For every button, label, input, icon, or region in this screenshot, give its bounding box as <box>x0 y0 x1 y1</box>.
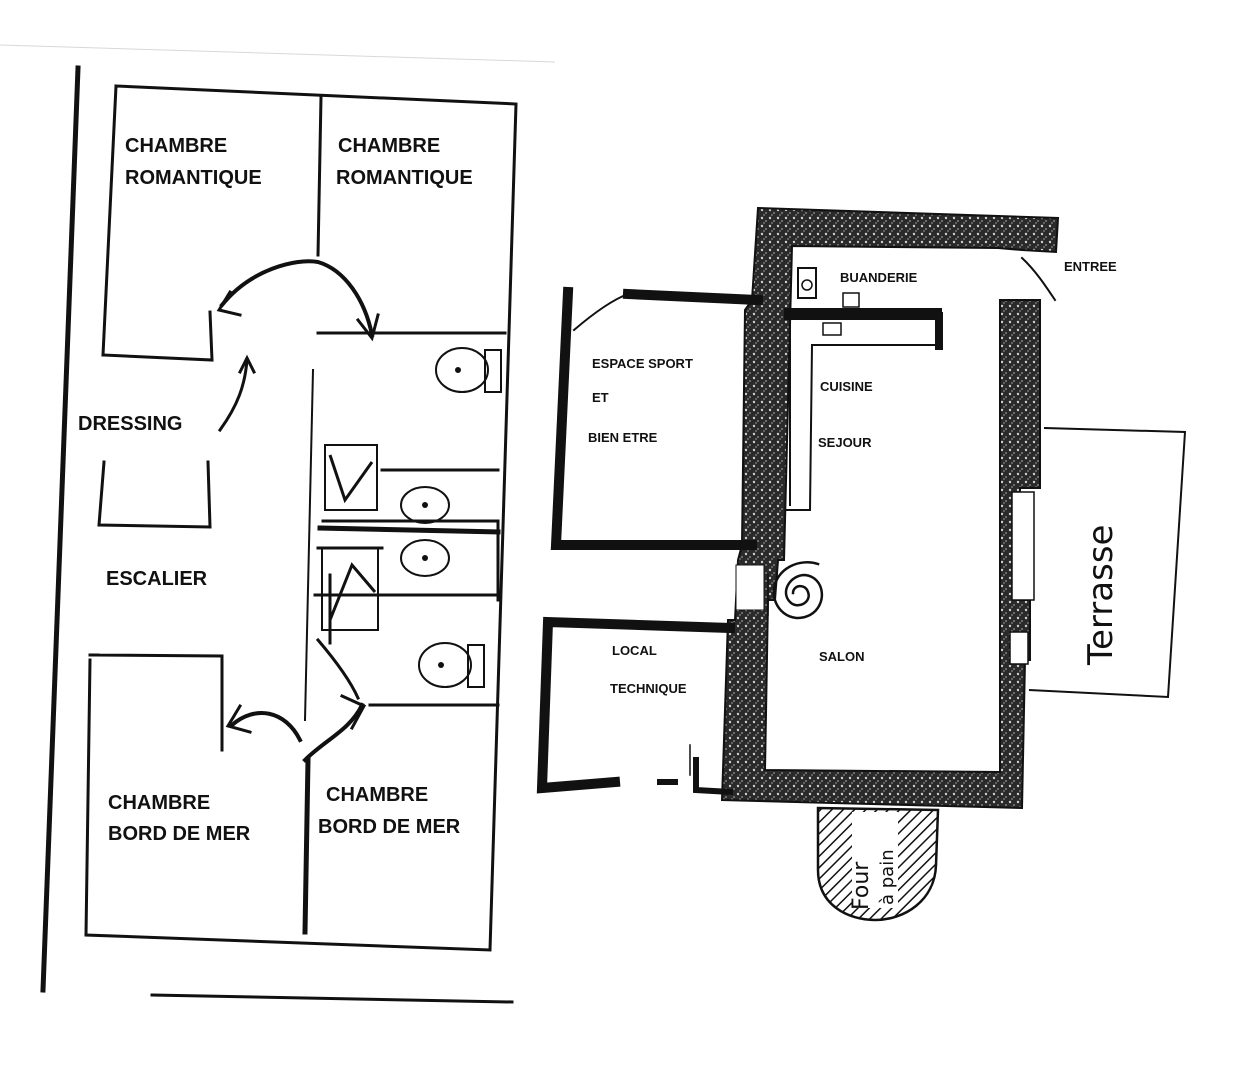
washing-machine-icon <box>797 267 817 299</box>
bottom-line <box>150 993 514 1004</box>
room-label-espace-sport: BIEN ETRE <box>588 430 658 445</box>
right-plan: BUANDERIE ENTREE ESPACE SPORT ET BIEN ET… <box>536 206 1187 922</box>
room-label-a-pain: à pain <box>877 849 898 905</box>
dressing-arrow <box>217 358 249 433</box>
entry-door-swing <box>1020 256 1057 302</box>
shower-icon <box>321 547 379 631</box>
door-arrow-top <box>219 259 375 338</box>
door-arrow-bottom-head-left <box>225 703 252 734</box>
terrasse-outline <box>1028 426 1187 699</box>
shower-icon <box>324 444 378 511</box>
room-label-chambre-romantique: CHAMBRE <box>338 135 440 157</box>
door-arrow-top-head-left <box>216 289 242 317</box>
room-label-espace-sport: ESPACE SPORT <box>592 356 693 371</box>
door-arrow-bottom <box>229 702 365 763</box>
window-opening <box>1009 631 1029 665</box>
door-arrow-top-head-right <box>355 313 380 342</box>
sink-icon <box>400 486 450 524</box>
window-opening <box>1011 491 1035 601</box>
room-label-local-technique: LOCAL <box>612 643 657 658</box>
bath-divider <box>317 525 501 535</box>
toilet-icon <box>435 347 502 393</box>
room-label-chambre-bord-de-mer: BORD DE MER <box>318 816 461 838</box>
room-label-local-technique: TECHNIQUE <box>610 681 687 696</box>
room-label-chambre-romantique: CHAMBRE <box>125 135 227 157</box>
espace-sport-top-wall <box>622 288 764 306</box>
room-label-chambre-romantique: ROMANTIQUE <box>336 167 473 189</box>
local-technique-door-wall <box>657 757 734 796</box>
kitchen-counter <box>785 319 941 511</box>
room-label-chambre-bord-de-mer: CHAMBRE <box>326 784 428 806</box>
center-wall-lower <box>302 757 311 935</box>
dressing-arrow-head <box>237 354 257 375</box>
room-label-chambre-bord-de-mer: CHAMBRE <box>108 792 210 814</box>
appliance-icon <box>822 322 842 336</box>
local-technique-walls <box>536 616 736 794</box>
room-label-sejour: SEJOUR <box>818 435 872 450</box>
left-partitions <box>88 95 507 752</box>
door-diag-lower <box>315 637 360 700</box>
door-arrow-bottom-head-right <box>340 694 367 731</box>
outer-left-line <box>40 65 81 993</box>
left-outer-walls <box>84 84 518 952</box>
room-label-escalier: ESCALIER <box>106 568 208 590</box>
room-label-buanderie: BUANDERIE <box>840 270 918 285</box>
espace-sport-door <box>572 292 630 332</box>
room-label-chambre-bord-de-mer: BORD DE MER <box>108 823 251 845</box>
buanderie-counter <box>935 312 943 350</box>
room-label-dressing: DRESSING <box>78 413 182 435</box>
room-label-chambre-romantique: ROMANTIQUE <box>125 167 262 189</box>
room-label-four: Four <box>849 861 874 910</box>
room-label-terrasse: Terrasse <box>1081 525 1121 666</box>
door-opening <box>735 564 765 611</box>
room-label-espace-sport: ET <box>592 390 609 405</box>
spiral-stair-icon <box>772 561 824 620</box>
left-plan: CHAMBRE ROMANTIQUE CHAMBRE ROMANTIQUE DR… <box>0 44 556 1004</box>
stone-walls <box>720 206 1060 810</box>
corridor-wall <box>303 368 315 722</box>
room-label-entree: ENTREE <box>1064 259 1117 274</box>
espace-sport-walls <box>550 286 757 550</box>
scan-line-top <box>0 44 556 63</box>
buanderie-wall <box>784 308 942 320</box>
four-a-pain-label-bg <box>852 812 898 908</box>
appliance-icon <box>842 292 860 308</box>
room-label-cuisine: CUISINE <box>820 379 873 394</box>
sink-icon <box>400 539 450 577</box>
toilet-icon <box>418 642 485 688</box>
room-label-salon: SALON <box>819 649 865 664</box>
